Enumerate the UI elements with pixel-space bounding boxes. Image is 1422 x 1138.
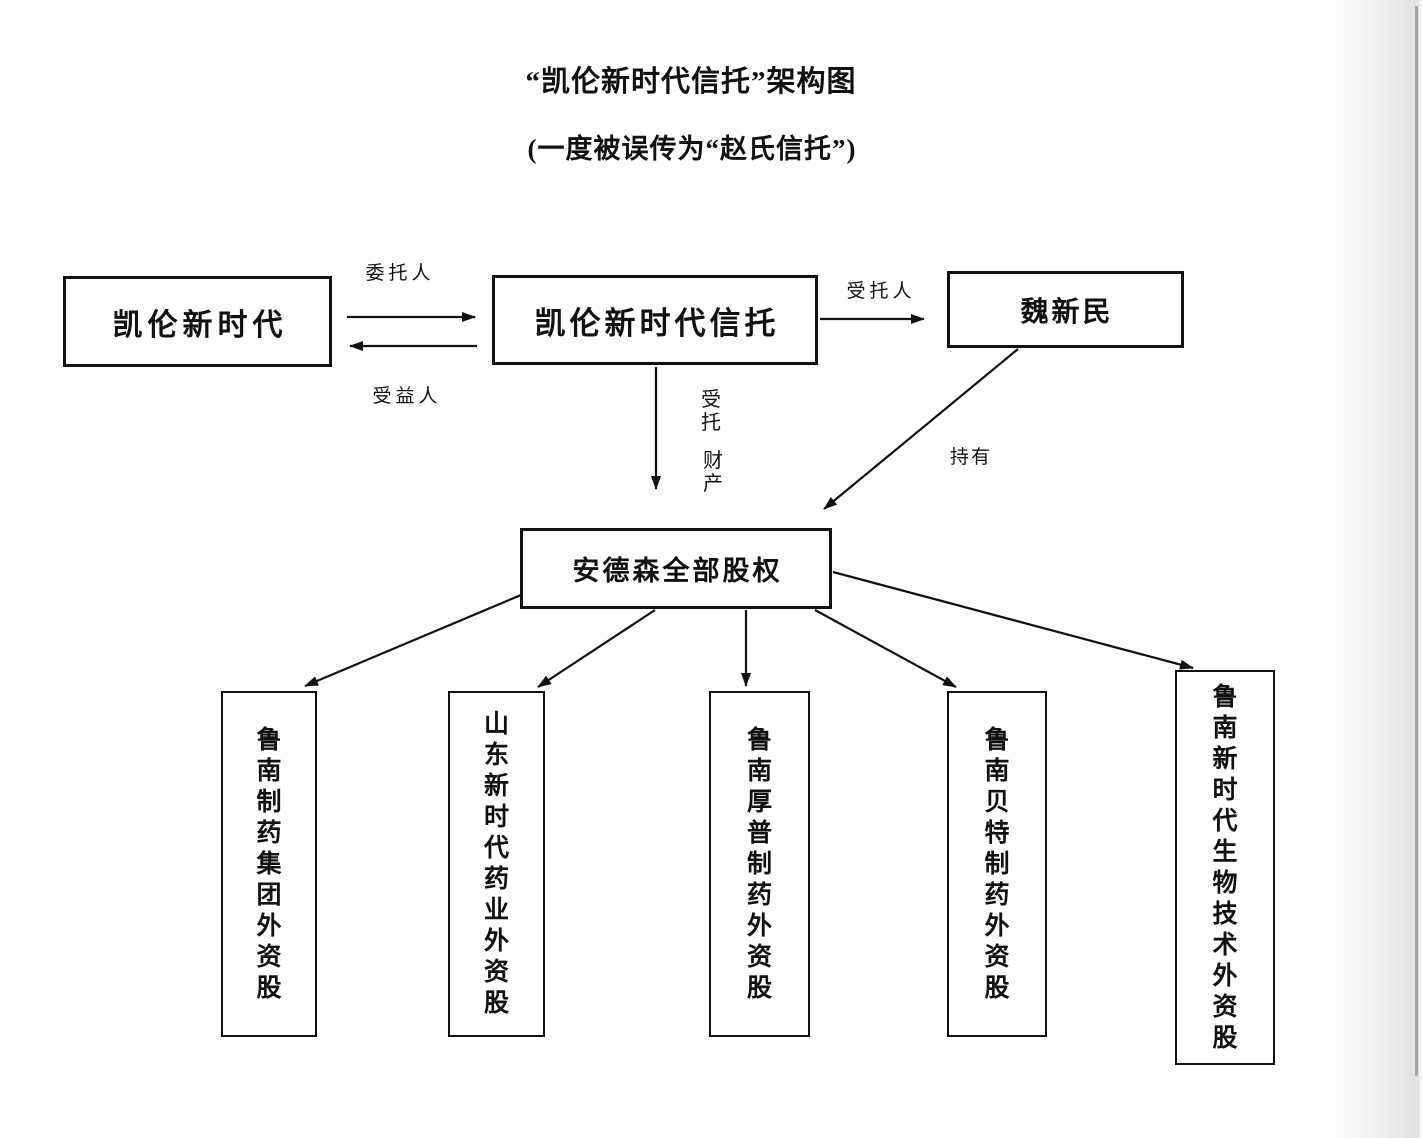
edge-label-settlor: 委托人 [365, 263, 435, 284]
edge-label-beneficiary: 受益人 [372, 386, 442, 407]
node-kailun-new-era-label: 凯伦新时代 [112, 308, 288, 342]
diagram-subtitle: (一度被误传为“赵氏信托”) [527, 134, 857, 164]
page-edge-strip [1419, 0, 1422, 1138]
edge-label-entrusted-property: 受托 财产 [701, 389, 724, 496]
node-wei-xinmin-label: 魏新民 [1020, 296, 1114, 328]
node-anderson-equity: 安德森全部股权 [520, 528, 832, 609]
edge-holds-arrow [823, 348, 1019, 510]
node-kailun-new-era-trust-label: 凯伦新时代信托 [534, 305, 780, 341]
diagram-title: “凯伦新时代信托”架构图 [525, 66, 857, 98]
node-lunan-beite-pharma: 鲁南贝特制药外资股 [947, 691, 1047, 1037]
page-edge-line [1415, 6, 1418, 1076]
node-lunan-houpu-pharma-label: 鲁南厚普制药外资股 [746, 726, 772, 1002]
edge-label-property: 财产 [703, 450, 723, 495]
edge-anderson-sub4-arrow [814, 609, 957, 688]
node-lunan-beite-pharma-label: 鲁南贝特制药外资股 [984, 726, 1010, 1002]
node-lunan-new-era-biotech-label: 鲁南新时代生物技术外资股 [1212, 683, 1238, 1052]
node-lunan-new-era-biotech: 鲁南新时代生物技术外资股 [1175, 670, 1275, 1065]
node-lunan-houpu-pharma: 鲁南厚普制药外资股 [709, 691, 810, 1037]
edge-anderson-sub1-arrow [304, 593, 522, 688]
node-lunan-pharma-group: 鲁南制药集团外资股 [221, 691, 317, 1037]
node-kailun-new-era: 凯伦新时代 [63, 276, 332, 367]
node-shandong-new-era-pharma: 山东新时代药业外资股 [448, 691, 545, 1037]
edge-label-entrusted: 受托 [701, 389, 721, 434]
edge-label-trustee: 受托人 [846, 281, 916, 302]
node-shandong-new-era-pharma-label: 山东新时代药业外资股 [483, 711, 509, 1017]
page-edge-shadow [1314, 0, 1422, 1138]
edge-anderson-sub2-arrow [537, 609, 656, 688]
edge-anderson-sub5-arrow [832, 570, 1194, 670]
node-wei-xinmin: 魏新民 [947, 271, 1184, 348]
node-anderson-equity-label: 安德森全部股权 [572, 556, 783, 586]
node-kailun-new-era-trust: 凯伦新时代信托 [492, 275, 818, 365]
node-lunan-pharma-group-label: 鲁南制药集团外资股 [256, 726, 282, 1002]
edge-label-holds: 持有 [950, 447, 993, 468]
